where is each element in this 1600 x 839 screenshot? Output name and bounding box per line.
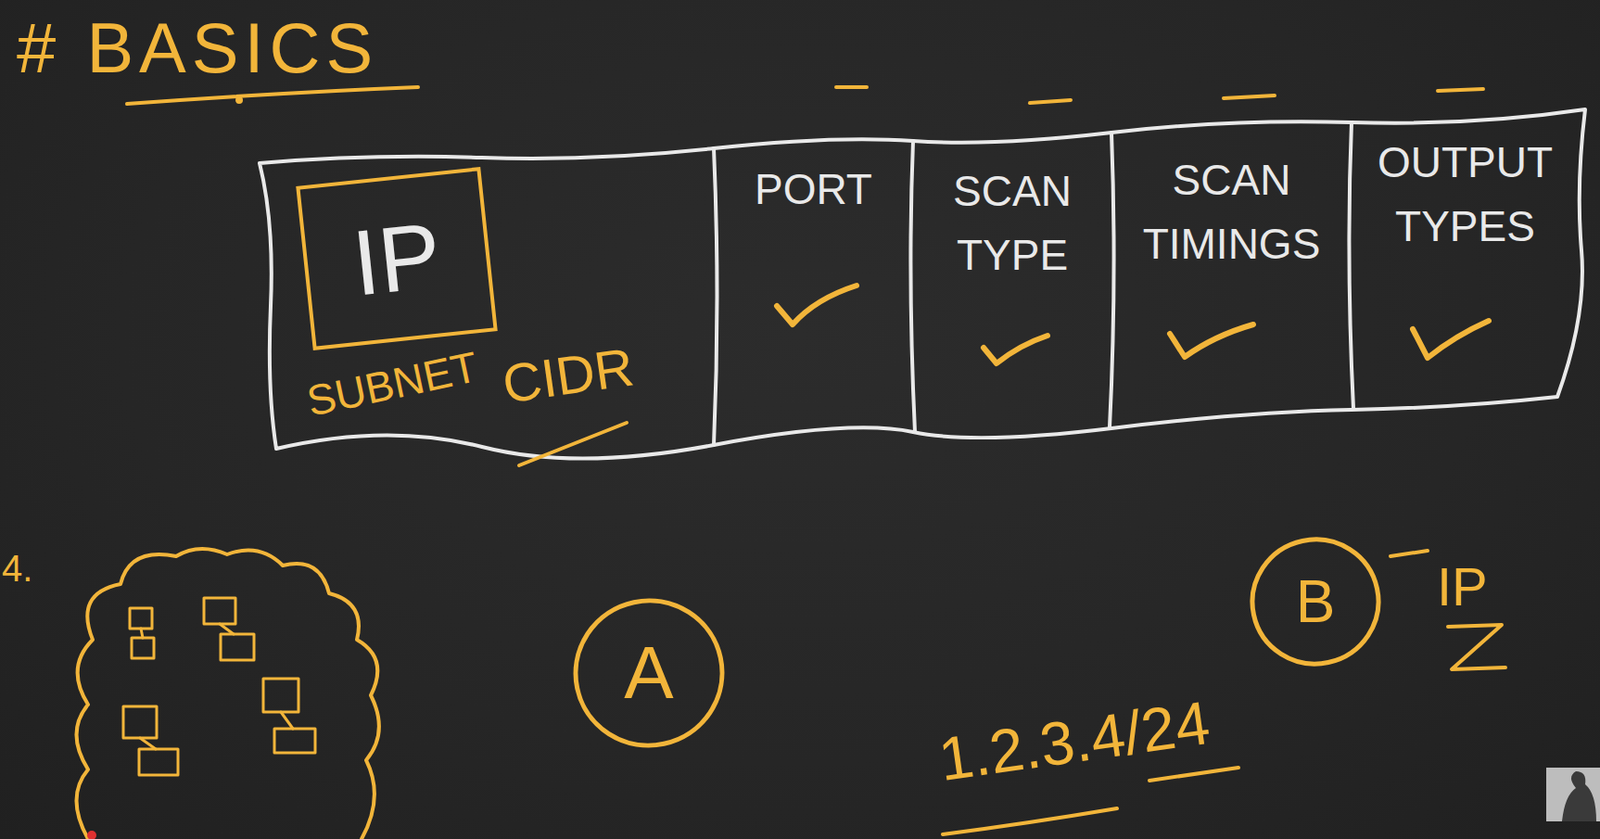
pointer-dot: [87, 830, 97, 839]
tick-dash: [1437, 88, 1484, 91]
host-link: [219, 623, 234, 635]
board-title: # BASICS: [16, 7, 379, 89]
host-box: [220, 634, 254, 661]
scan-type-cell: SCAN TYPE: [913, 140, 1112, 429]
checkmark: [983, 335, 1048, 364]
tick-dash: [1223, 95, 1275, 99]
subnet-label-wrap: SUBNET: [303, 342, 483, 427]
scan-timings-cell: SCAN TIMINGS: [1111, 129, 1352, 429]
tick-dash: [1029, 100, 1071, 103]
cidr-underline: [519, 422, 627, 466]
underline-dot: [235, 96, 243, 104]
presenter-thumbnail: [1546, 767, 1600, 822]
dash-mark: [1390, 550, 1428, 557]
checkmark: [776, 285, 857, 325]
cidr-label-wrap: CIDR: [498, 335, 638, 416]
list-number: 4.: [1, 546, 33, 590]
board-title-wrap: # BASICS: [16, 7, 379, 89]
output-types-cell: OUTPUT TYPES: [1351, 115, 1579, 408]
host-circle: A: [571, 596, 726, 750]
cell-divider: [1348, 122, 1354, 409]
host-link: [140, 628, 143, 638]
host-box: [274, 728, 316, 753]
host-box: [263, 678, 299, 712]
ip-cell: SUBNETCIDR IP: [259, 163, 714, 442]
cell-heading: SCAN TYPE: [913, 159, 1112, 288]
cell-heading: OUTPUT TYPES: [1351, 130, 1579, 259]
checkmark: [1169, 324, 1254, 357]
host-link: [139, 737, 156, 750]
list-number-wrap: 4.: [1, 546, 33, 590]
circle-stroke: [1248, 534, 1383, 669]
title-underline: [126, 87, 419, 104]
address-underline: [942, 808, 1118, 835]
ip-note: IP: [1436, 556, 1488, 619]
host-box: [129, 608, 153, 629]
network-cloud: [76, 548, 380, 839]
mask-underline: [1149, 767, 1239, 781]
cell-divider: [910, 140, 915, 432]
host-link: [280, 711, 293, 729]
tick-dash: [836, 85, 867, 89]
cidr-label: CIDR: [498, 335, 638, 416]
circle-letter: B: [1295, 569, 1336, 635]
host-circle: B: [1248, 534, 1383, 669]
host-box: [203, 597, 236, 624]
cell-divider: [713, 148, 718, 445]
subnet-label: SUBNET: [303, 342, 483, 427]
table-outline: [259, 109, 1586, 459]
circle-stroke: [571, 596, 726, 750]
port-cell: PORT: [713, 148, 914, 432]
host-box: [131, 637, 154, 659]
host-box: [123, 706, 157, 738]
ip-text: IP: [347, 203, 445, 314]
cell-heading: PORT: [713, 157, 914, 222]
cell-divider: [1109, 132, 1115, 428]
cidr-example: 1.2.3.4/24: [934, 687, 1214, 796]
ip-box: IP: [295, 166, 498, 351]
host-box: [139, 749, 178, 775]
presenter-figure: [1561, 771, 1597, 822]
circle-letter: A: [623, 632, 674, 714]
cell-heading: SCAN TIMINGS: [1111, 148, 1352, 277]
checkmark: [1412, 320, 1489, 358]
cidr-example-wrap: 1.2.3.4/24: [934, 687, 1214, 796]
squiggle-mark: [1447, 624, 1506, 670]
ip-note-wrap: IP: [1436, 556, 1488, 619]
